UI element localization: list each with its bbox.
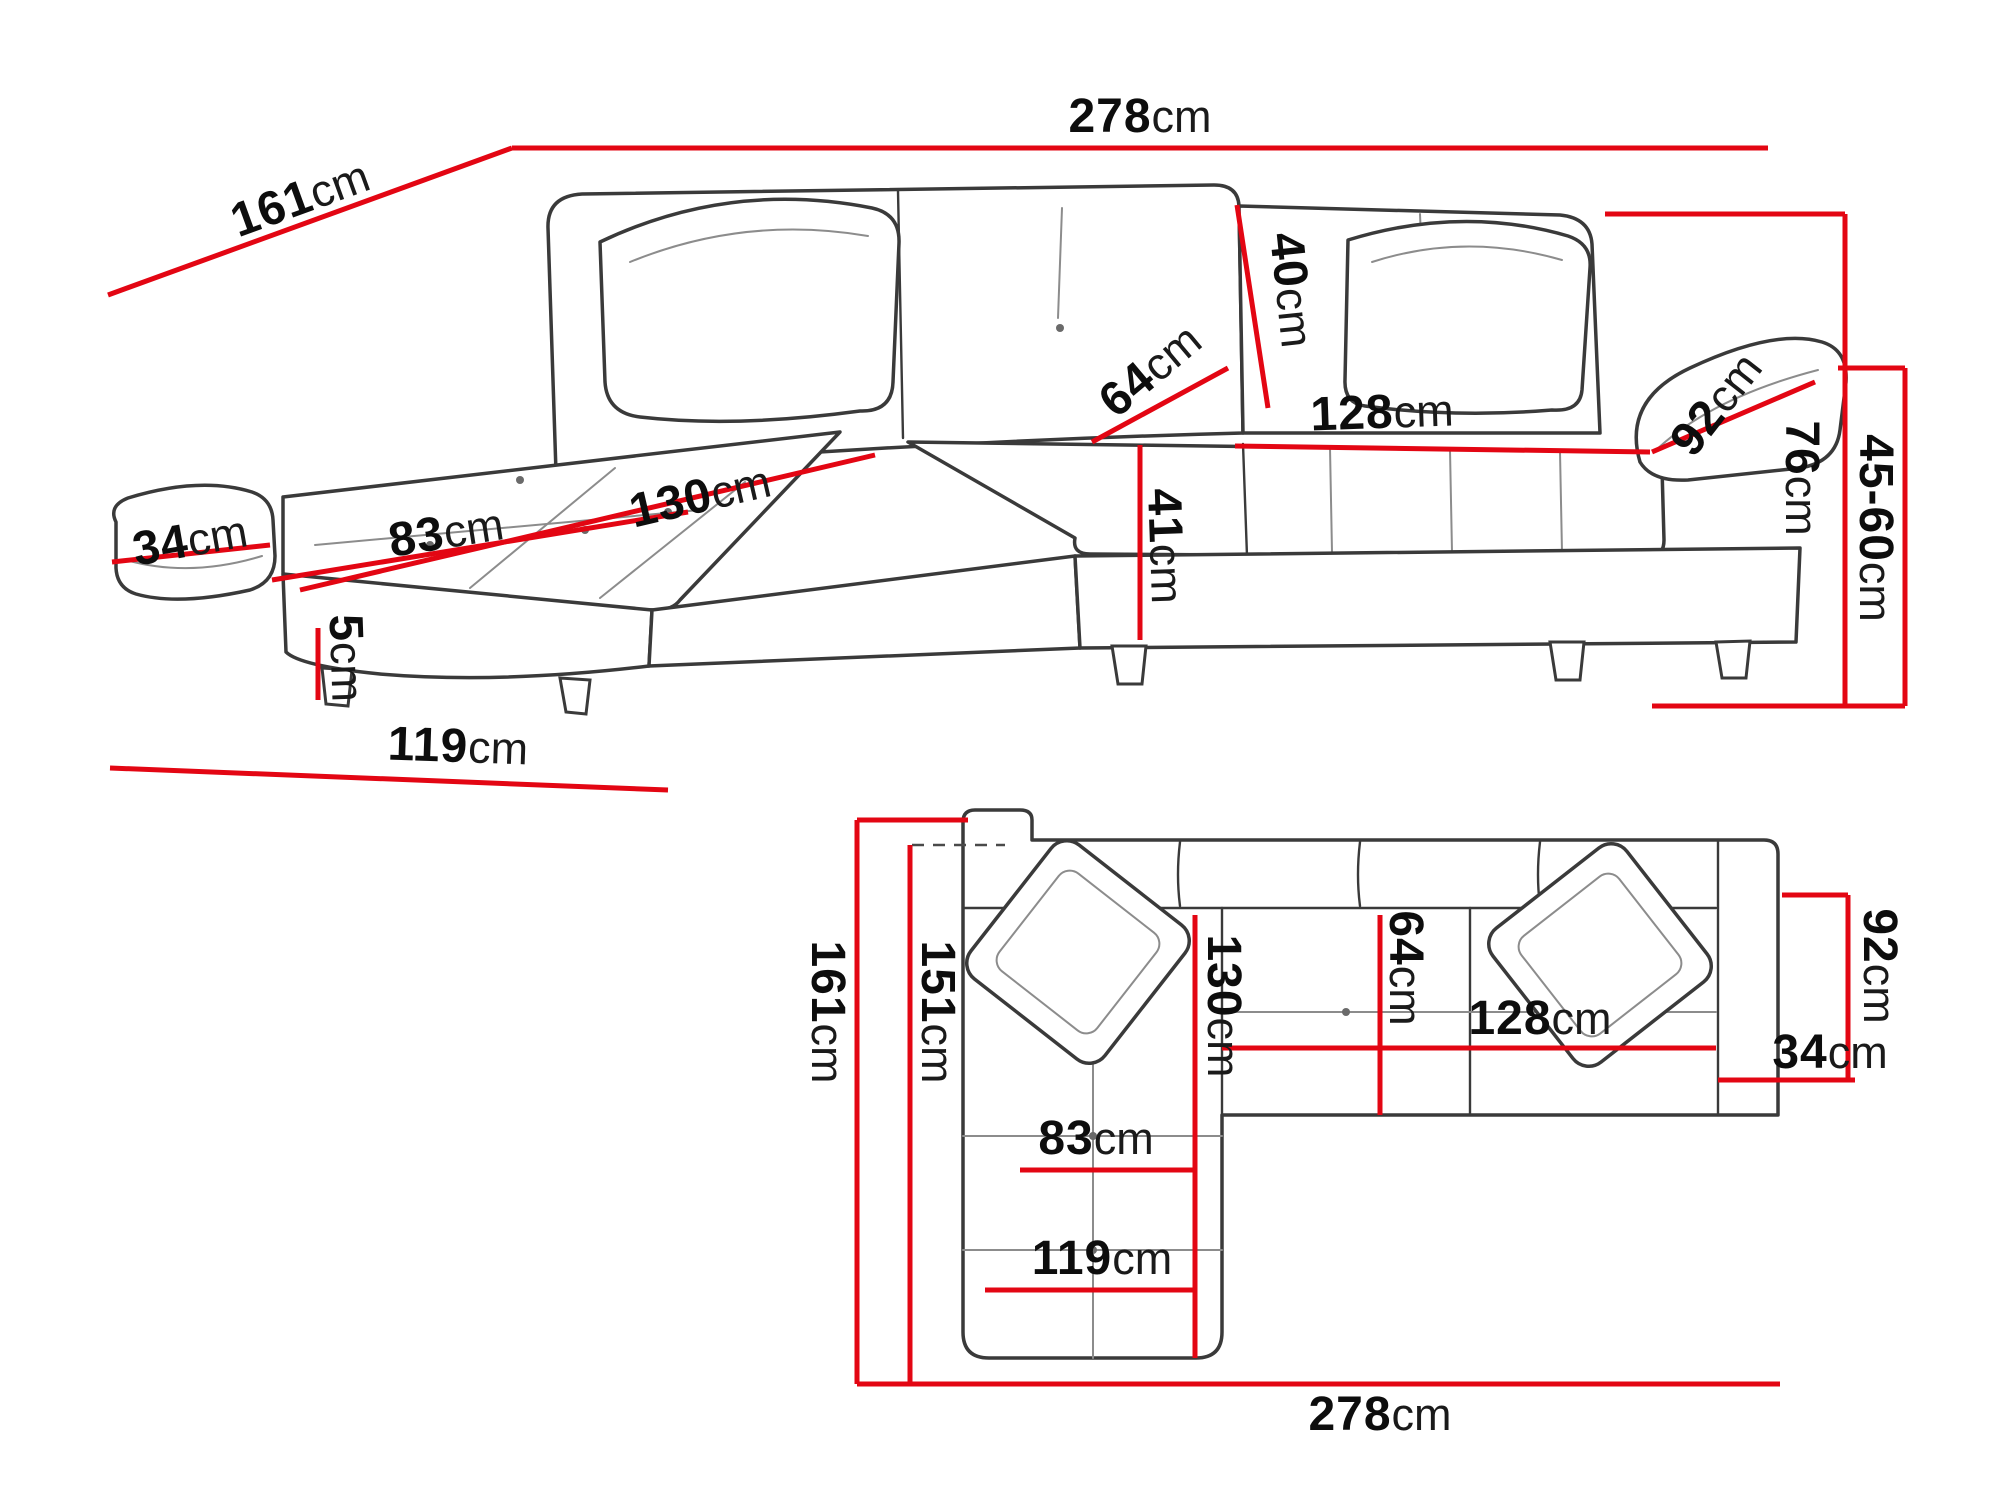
pillow-right [1343, 219, 1592, 415]
perspective-dimension-lines [107, 145, 1908, 793]
plan-dim-total-width: 278cm [1308, 1388, 1451, 1441]
persp-dim-total-depth: 161cm [224, 149, 377, 248]
armrest-right [1634, 336, 1848, 482]
persp-dim-backrest-height: 40cm [1260, 230, 1325, 350]
dim-line-armrest-right [1651, 379, 1816, 455]
plan-dim-armrest-width: 34cm [1772, 1026, 1887, 1079]
dim-line-seat-depth [1090, 365, 1230, 445]
plan-pillow-left [965, 839, 1191, 1065]
main-base [1073, 546, 1802, 650]
chaise-tufting-details [314, 467, 746, 599]
plan-dim-total-depth: 161cm [802, 940, 855, 1083]
persp-dim-total-height: 76cm [1776, 420, 1829, 535]
plan-dim-chaise-length: 130cm [1198, 934, 1251, 1077]
persp-dim-total-width: 278cm [1068, 90, 1211, 143]
sofa-plan-drawing [912, 808, 1780, 1360]
persp-dim-height-range: 45-60cm [1850, 434, 1903, 622]
chaise-front-base [281, 572, 654, 680]
persp-dim-leg-height: 5cm [319, 613, 375, 702]
armrest-right-crease [1653, 369, 1819, 453]
persp-dim-seat-length: 128cm [1310, 383, 1455, 441]
persp-dim-chaise-width: 83cm [385, 497, 507, 567]
pillow-left-crease [629, 228, 869, 263]
dim-line-backrest-height [1234, 204, 1271, 409]
plan-dimension-labels: 161cm 151cm 64cm 130cm 128cm 34cm 92cm 8… [802, 908, 1907, 1440]
plan-dim-seat-depth: 64cm [1380, 910, 1433, 1025]
dim-line-seat-length [1234, 443, 1651, 455]
plan-dim-chaise-width: 83cm [1038, 1112, 1153, 1165]
main-seat-details [1241, 442, 1563, 558]
sofa-perspective-drawing [112, 183, 1848, 716]
plan-dim-armrest-depth: 92cm [1854, 908, 1907, 1023]
main-seat-cushions [906, 440, 1666, 560]
sofa-legs [320, 639, 1752, 716]
pillow-left [598, 197, 901, 424]
persp-dim-armrest-left: 34cm [129, 504, 252, 576]
persp-dim-chaise-total: 119cm [387, 717, 529, 775]
persp-dim-seat-height: 41cm [1138, 487, 1195, 604]
plan-view: 161cm 151cm 64cm 130cm 128cm 34cm 92cm 8… [802, 808, 1907, 1441]
perspective-view: 278cm 161cm 34cm 83cm 130cm 40cm 64cm 41… [107, 90, 1908, 793]
plan-pillow-right [1487, 842, 1713, 1068]
plan-dimension-lines [854, 817, 1855, 1387]
dim-line-total-depth [107, 145, 513, 298]
pillow-right-crease [1371, 245, 1563, 263]
armrest-left [112, 483, 277, 601]
plan-dim-inner-depth: 151cm [912, 940, 965, 1083]
plan-dim-seat-length: 128cm [1468, 992, 1611, 1045]
corner-base [647, 554, 1082, 668]
dim-line-chaise-length [299, 452, 876, 593]
dim-line-chaise-total [109, 765, 669, 793]
plan-dim-chaise-total: 119cm [1032, 1232, 1172, 1285]
armrest-left-crease [125, 555, 263, 570]
dim-line-armrest-left [111, 542, 271, 565]
